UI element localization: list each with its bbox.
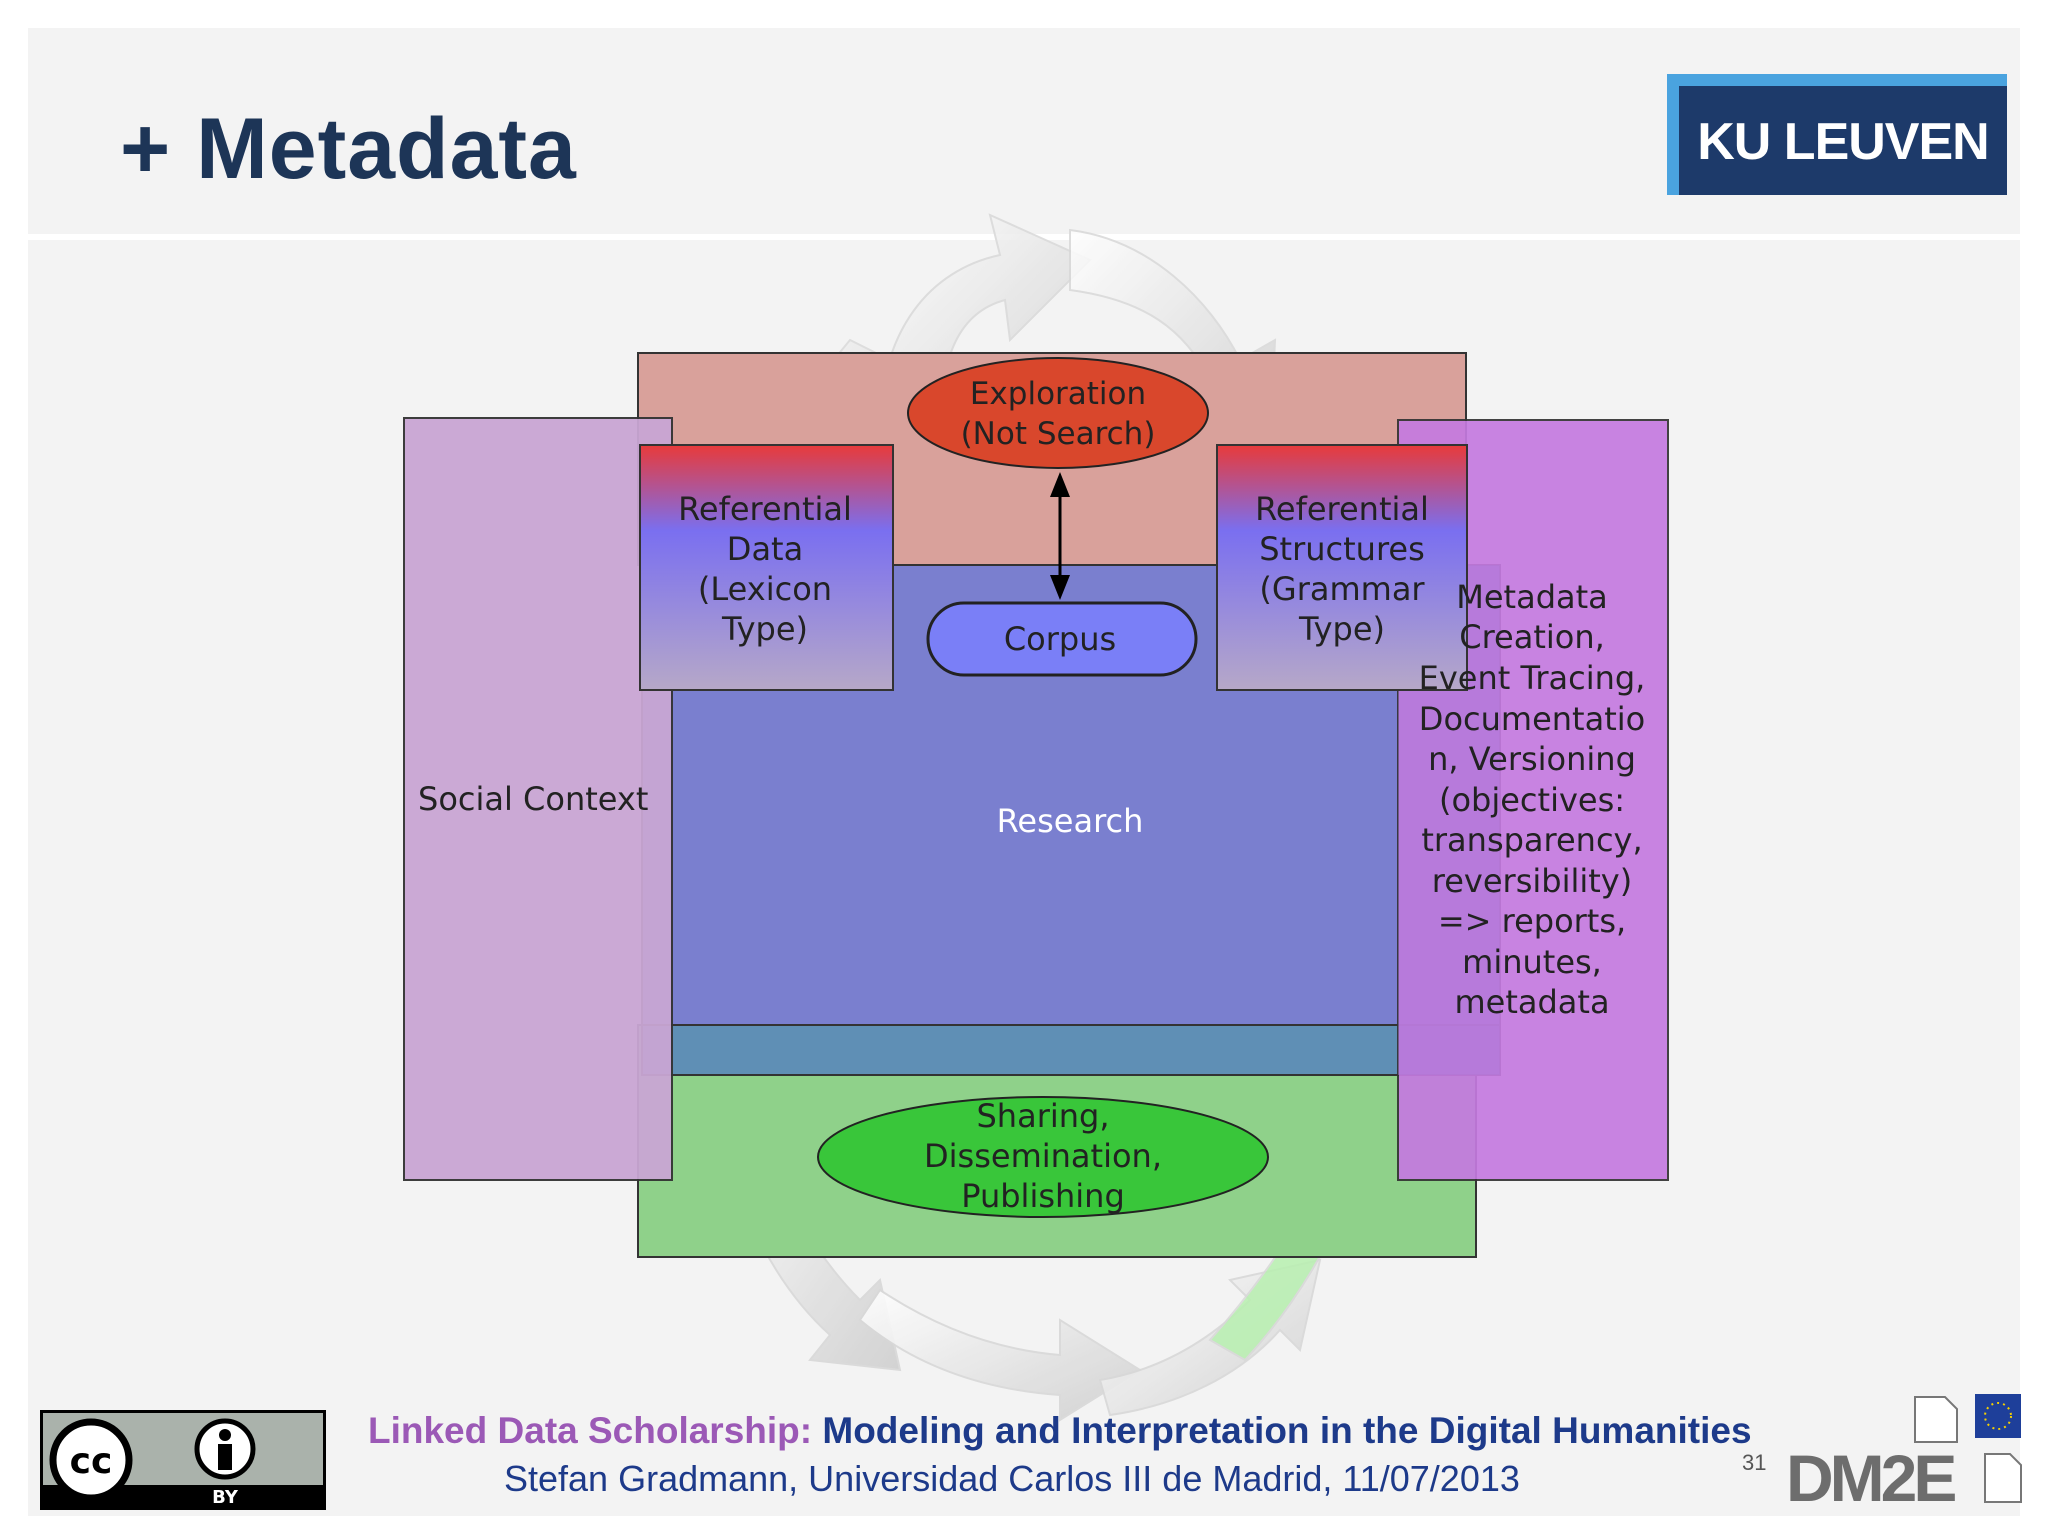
sharing-line: Dissemination, [924, 1137, 1162, 1175]
metadata-line: => reports, [1438, 902, 1626, 940]
metadata-line: metadata [1454, 983, 1609, 1021]
exploration-label-1: Exploration [970, 376, 1146, 412]
ref-data-line: Referential [678, 490, 852, 528]
metadata-line: transparency, [1421, 821, 1642, 859]
cycle-arrow-bottom-mid [858, 1288, 1142, 1422]
metadata-line: Creation, [1459, 618, 1605, 656]
exploration-label-2: (Not Search) [961, 416, 1156, 452]
corpus-label: Corpus [1004, 620, 1116, 658]
logo-text: KU LEUVEN [1697, 113, 1989, 171]
document-icon [1914, 1396, 1958, 1443]
research-sharing-overlap [641, 1024, 1501, 1076]
ref-data-line: Type) [721, 610, 808, 648]
document-icon-lower [1984, 1453, 2022, 1503]
ku-leuven-logo: KU LEUVEN [1667, 74, 2007, 195]
exploration-ellipse [907, 357, 1209, 469]
referential-structures-text: Referential Structures (Grammar Type) [1255, 490, 1429, 648]
metadata-text: Metadata Creation, Event Tracing, Docume… [1419, 578, 1646, 1021]
metadata-line: Event Tracing, [1419, 659, 1646, 697]
referential-data-box [639, 444, 894, 691]
footer-author: Stefan Gradmann, Universidad Carlos III … [504, 1458, 1520, 1499]
connector-arrowhead-down [1050, 575, 1070, 600]
dm2e-logo: DM2E [1786, 1441, 1957, 1515]
ref-data-line: (Lexicon [698, 570, 832, 608]
ref-data-line: Data [727, 530, 803, 568]
metadata-line: (objectives: [1439, 781, 1625, 819]
research-label: Research [997, 802, 1144, 840]
corpus-pill [926, 601, 1198, 677]
connector-arrowhead-up [1050, 472, 1070, 497]
page-number: 31 [1742, 1450, 1767, 1475]
ref-structures-line: Referential [1255, 490, 1429, 528]
cc-by-license-badge[interactable]: cc BY [40, 1410, 326, 1510]
referential-structures-box [1216, 444, 1468, 691]
footer-title-highlight: Linked Data Scholarship: [368, 1410, 813, 1451]
metadata-line: n, Versioning [1428, 740, 1636, 778]
page-title: + Metadata [120, 101, 577, 197]
metadata-line: Metadata [1456, 578, 1608, 616]
metadata-line: Documentatio [1419, 700, 1645, 738]
by-label: BY [212, 1487, 239, 1507]
social-context-region [403, 417, 673, 1181]
eu-flag-icon [1975, 1394, 2021, 1438]
cc-letters: cc [70, 1441, 113, 1482]
dm2e-doc-icons [1914, 1394, 2022, 1503]
referential-data-text: Referential Data (Lexicon Type) [678, 490, 852, 648]
footer-title-rest: Modeling and Interpretation in the Digit… [812, 1410, 1752, 1451]
ref-structures-line: Type) [1298, 610, 1385, 648]
sharing-line: Sharing, [976, 1097, 1109, 1135]
sharing-ellipse [817, 1096, 1269, 1218]
footer-title: Linked Data Scholarship: Modeling and In… [368, 1410, 1752, 1452]
ref-structures-line: Structures [1259, 530, 1425, 568]
sharing-text: Sharing, Dissemination, Publishing [924, 1097, 1162, 1215]
metadata-line: minutes, [1462, 943, 1602, 981]
cc-icon: cc BY [43, 1418, 323, 1507]
social-context-label: Social Context [418, 780, 648, 818]
metadata-line: reversibility) [1432, 862, 1632, 900]
ref-structures-line: (Grammar [1259, 570, 1425, 608]
sharing-line: Publishing [961, 1177, 1125, 1215]
